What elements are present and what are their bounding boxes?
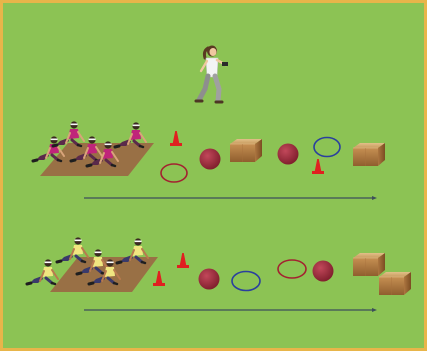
box-icon — [353, 143, 385, 166]
ball-icon — [313, 261, 334, 282]
box-icon — [353, 253, 385, 276]
ball-icon — [199, 269, 220, 290]
ball-icon — [200, 149, 221, 170]
box-icon — [379, 272, 411, 295]
box-icon — [230, 139, 262, 162]
ball-icon — [278, 144, 299, 165]
